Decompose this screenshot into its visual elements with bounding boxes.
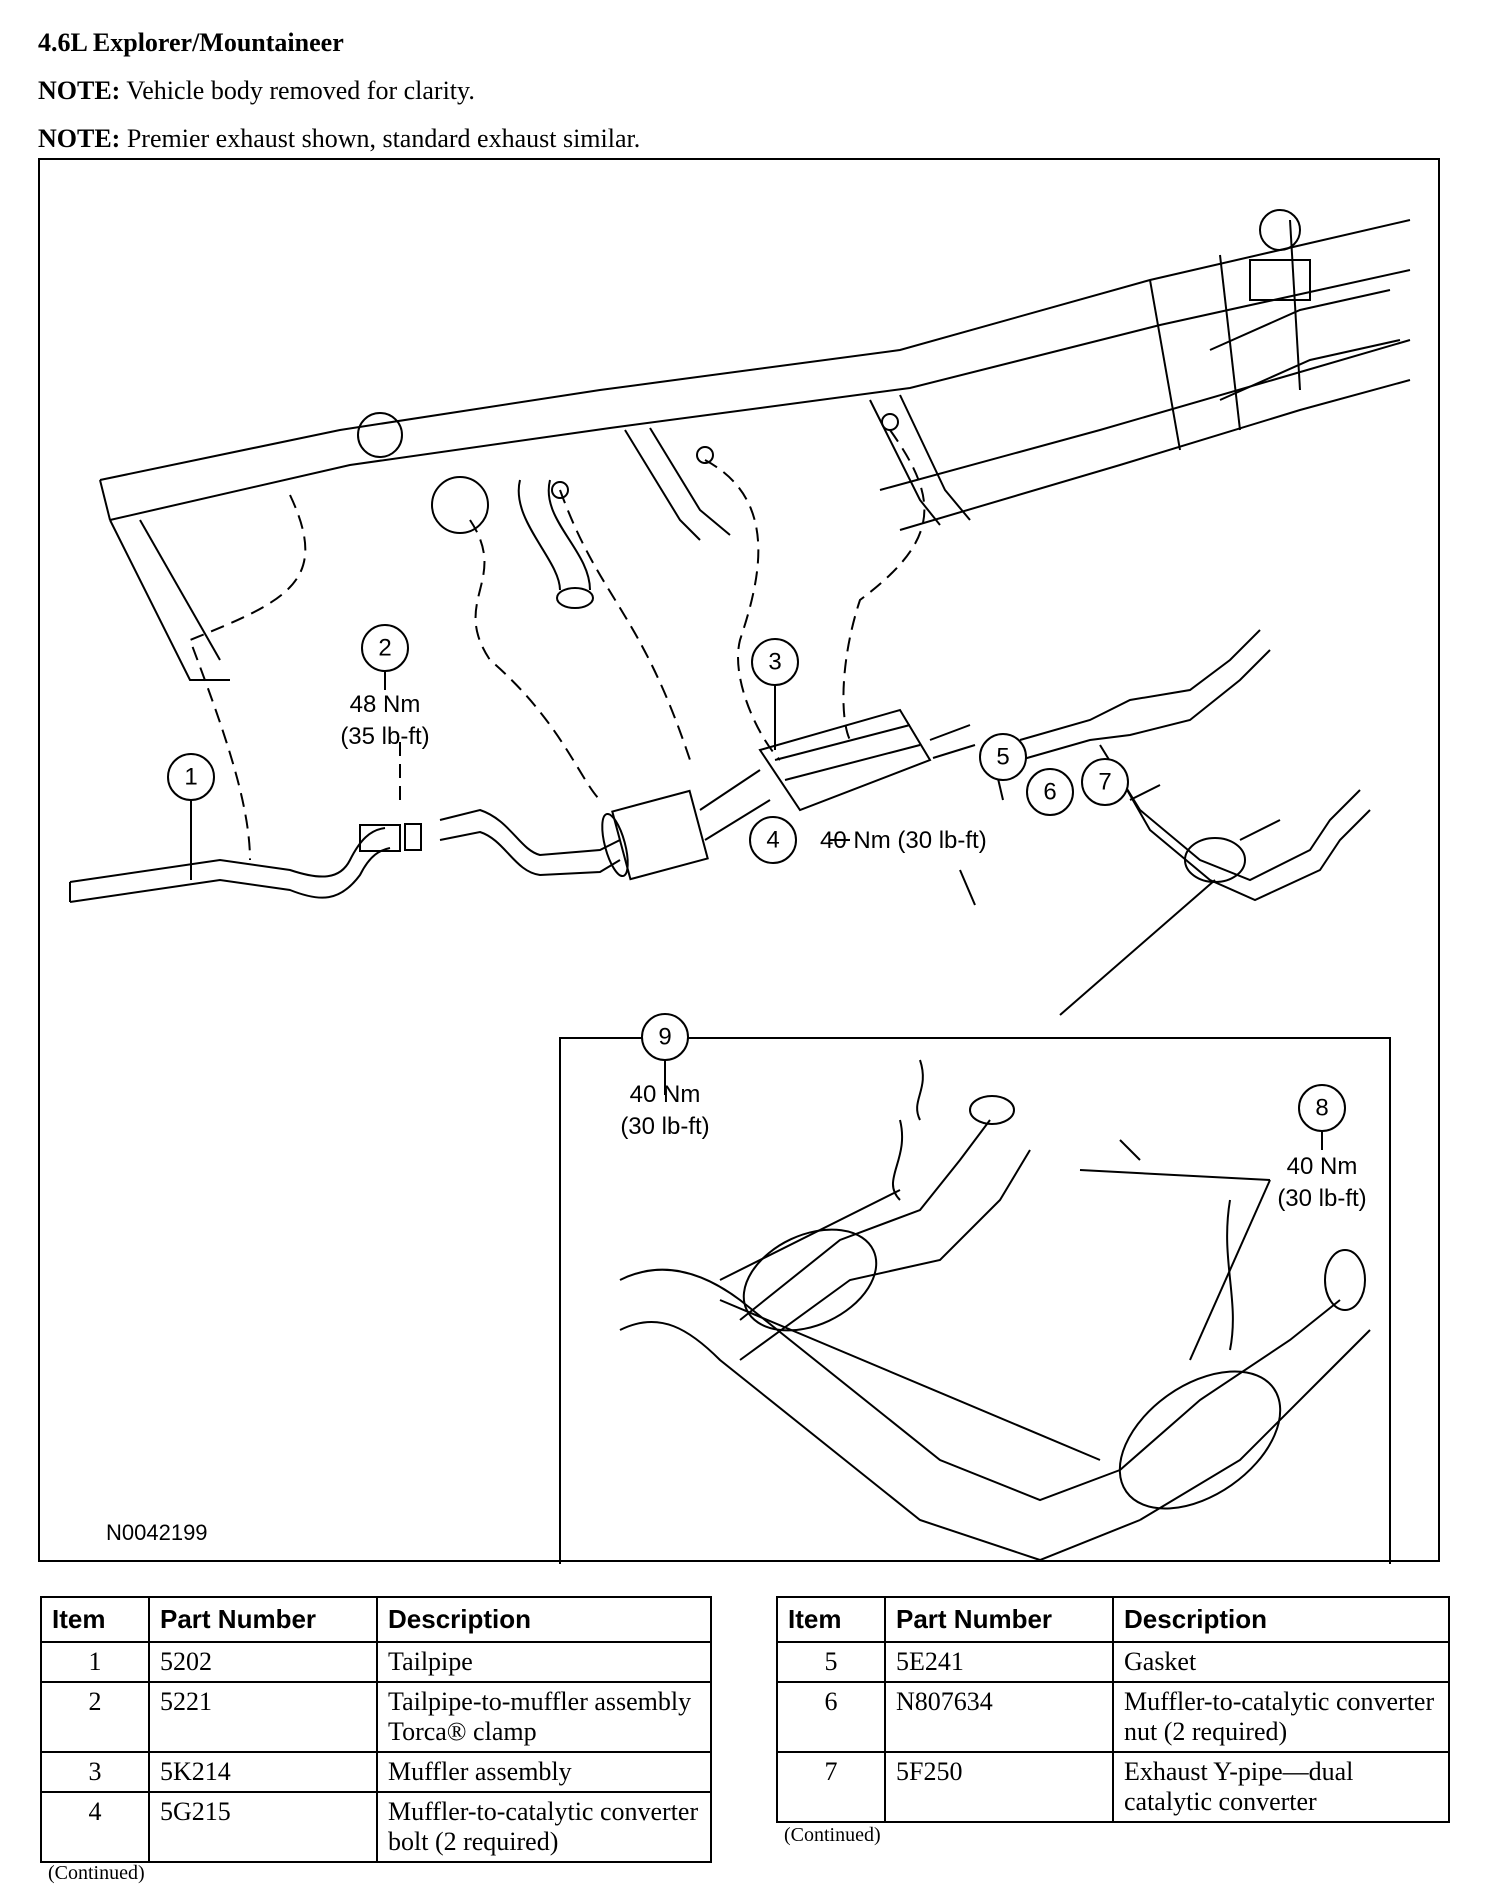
inset-y-pipe	[619, 1059, 1371, 1562]
callout-2-label: 2	[378, 635, 391, 662]
header-item: Item	[40, 1596, 150, 1643]
exhaust-illustration: 1 2 3 4 5 6 7 8 9 48 Nm (35 lb-ft) 40 Nm…	[69, 209, 1411, 1564]
cell-item: 4	[40, 1791, 150, 1863]
note-label: NOTE:	[38, 76, 121, 105]
callout-9	[641, 1013, 689, 1061]
cell-desc: Tailpipe	[376, 1641, 712, 1683]
cell-desc: Muffler assembly	[376, 1751, 712, 1793]
callout-8	[1298, 1084, 1346, 1132]
header-description: Description	[376, 1596, 712, 1643]
vehicle-frame	[99, 209, 1411, 681]
callout-bubbles: 1 2 3 4 5 6 7 8 9	[167, 624, 1346, 1132]
callout-leaders	[190, 670, 1216, 1016]
cell-part: 5221	[148, 1681, 378, 1753]
muffler-assembly	[439, 708, 976, 906]
torque-8-nm: 40 Nm	[1287, 1153, 1358, 1180]
callout-9-label: 9	[658, 1024, 671, 1051]
cell-part: 5G215	[148, 1791, 378, 1863]
torque-4: 40 Nm (30 lb-ft)	[820, 827, 987, 854]
cell-item: 5	[776, 1641, 886, 1683]
callout-5-label: 5	[996, 744, 1009, 771]
torque-labels: 48 Nm (35 lb-ft) 40 Nm (30 lb-ft) 40 Nm …	[340, 691, 1366, 1212]
page-title: 4.6L Explorer/Mountaineer	[38, 28, 344, 57]
table-row: 5 5E241 Gasket	[776, 1641, 1450, 1683]
torque-8-lbft: (30 lb-ft)	[1277, 1185, 1366, 1212]
header-item: Item	[776, 1596, 886, 1643]
table-row: 3 5K214 Muffler assembly	[40, 1751, 712, 1793]
torque-2-lbft: (35 lb-ft)	[340, 723, 429, 750]
header-description: Description	[1112, 1596, 1450, 1643]
cell-part: 5F250	[884, 1751, 1114, 1823]
callout-5	[979, 733, 1027, 781]
cell-item: 2	[40, 1681, 150, 1753]
table-header-row: Item Part Number Description	[776, 1596, 1450, 1643]
cell-item: 3	[40, 1751, 150, 1793]
y-pipe-small	[1019, 629, 1371, 902]
callout-7	[1081, 758, 1129, 806]
callout-6-label: 6	[1043, 779, 1056, 806]
callout-3-label: 3	[768, 649, 781, 676]
note-text: Premier exhaust shown, standard exhaust …	[126, 124, 641, 153]
note-body-removed: NOTE: Vehicle body removed for clarity.	[38, 76, 475, 106]
cell-item: 6	[776, 1681, 886, 1753]
cell-part: N807634	[884, 1681, 1114, 1753]
cell-part: 5202	[148, 1641, 378, 1683]
table-row: 2 5221 Tailpipe-to-muffler assembly Torc…	[40, 1681, 712, 1753]
callout-3	[751, 638, 799, 686]
header-part-number: Part Number	[148, 1596, 378, 1643]
hanger-guide-lines	[188, 429, 926, 861]
exhaust-diagram: 1 2 3 4 5 6 7 8 9 48 Nm (35 lb-ft) 40 Nm…	[38, 158, 1440, 1564]
note-premier-exhaust: NOTE: Premier exhaust shown, standard ex…	[38, 124, 640, 154]
continued-note-right: (Continued)	[784, 1824, 881, 1846]
cell-desc: Exhaust Y-pipe—dual catalytic converter	[1112, 1751, 1450, 1823]
torque-9-lbft: (30 lb-ft)	[620, 1113, 709, 1140]
callout-8-label: 8	[1315, 1095, 1328, 1122]
callout-7-label: 7	[1098, 769, 1111, 796]
table-row: 6 N807634 Muffler-to-catalytic converter…	[776, 1681, 1450, 1753]
cell-desc: Muffler-to-catalytic converter bolt (2 r…	[376, 1791, 712, 1863]
inset-detail-frame	[559, 1037, 1391, 1564]
callout-1-label: 1	[184, 764, 197, 791]
continued-note-left: (Continued)	[48, 1862, 145, 1884]
table-row: 4 5G215 Muffler-to-catalytic converter b…	[40, 1791, 712, 1863]
parts-table-right: Item Part Number Description 5 5E241 Gas…	[776, 1596, 1450, 1823]
callout-1	[167, 753, 215, 801]
torque-9-nm: 40 Nm	[630, 1081, 701, 1108]
inset-leaders	[664, 1060, 1323, 1461]
callout-2	[361, 624, 409, 672]
torca-clamp	[404, 823, 422, 851]
cell-part: 5E241	[884, 1641, 1114, 1683]
cell-item: 1	[40, 1641, 150, 1683]
torque-2-nm: 48 Nm	[350, 691, 421, 718]
table-row: 7 5F250 Exhaust Y-pipe—dual catalytic co…	[776, 1751, 1450, 1823]
callout-4	[749, 816, 797, 864]
cell-item: 7	[776, 1751, 886, 1823]
header-part-number: Part Number	[884, 1596, 1114, 1643]
cell-desc: Gasket	[1112, 1641, 1450, 1683]
note-text: Vehicle body removed for clarity.	[126, 76, 475, 105]
cell-desc: Tailpipe-to-muffler assembly Torca® clam…	[376, 1681, 712, 1753]
figure-id: N0042199	[106, 1520, 208, 1545]
parts-table-left: Item Part Number Description 1 5202 Tail…	[40, 1596, 712, 1863]
table-header-row: Item Part Number Description	[40, 1596, 712, 1643]
cell-part: 5K214	[148, 1751, 378, 1793]
table-row: 1 5202 Tailpipe	[40, 1641, 712, 1683]
cell-desc: Muffler-to-catalytic converter nut (2 re…	[1112, 1681, 1450, 1753]
note-label: NOTE:	[38, 124, 121, 153]
callout-4-label: 4	[766, 827, 779, 854]
callout-6	[1026, 768, 1074, 816]
tailpipe	[69, 824, 401, 903]
